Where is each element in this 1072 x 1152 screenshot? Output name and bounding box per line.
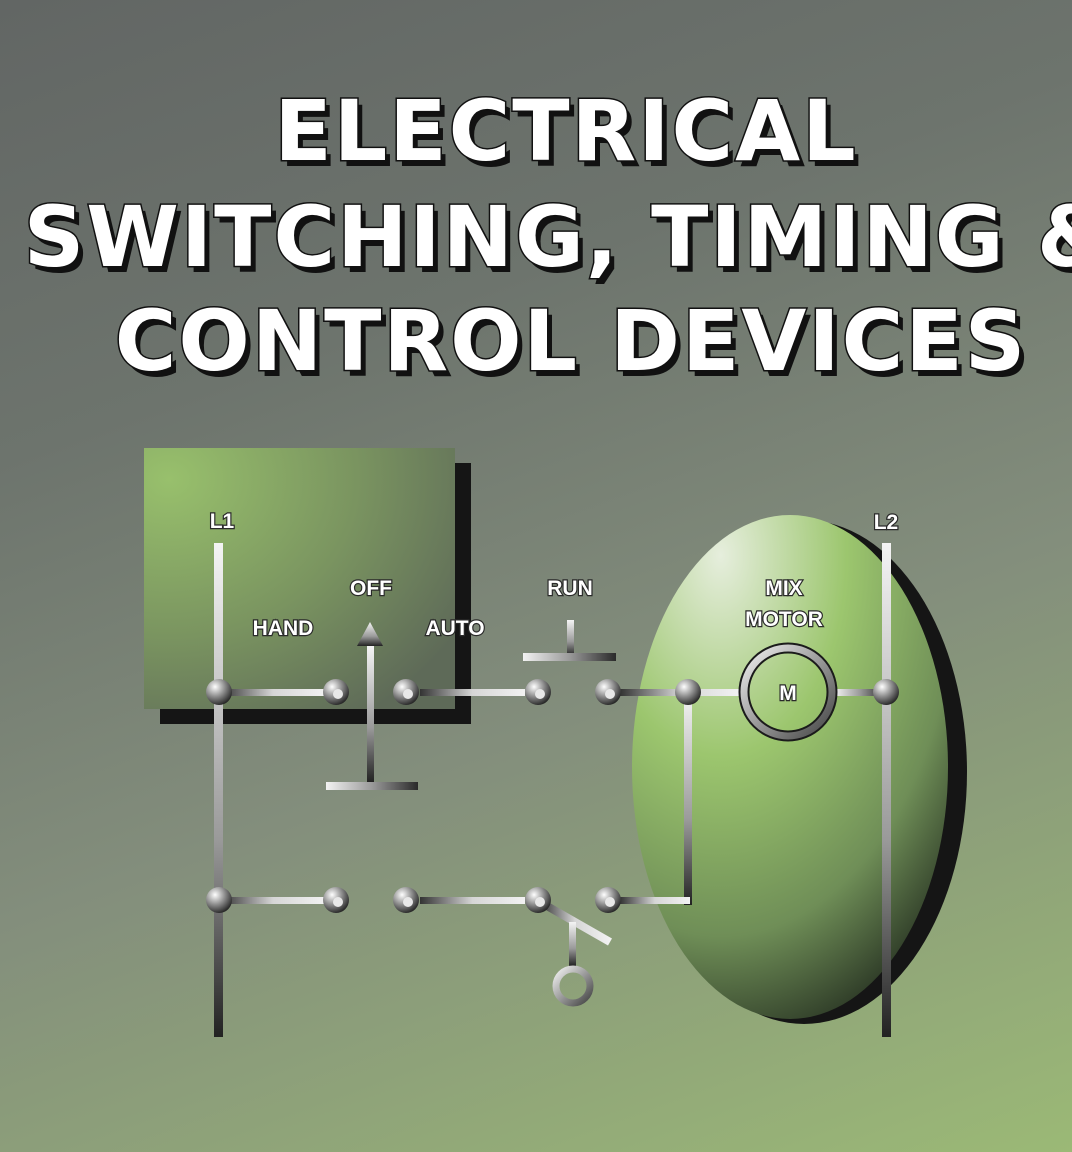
hand-label: HAND [253,617,314,640]
l2-label: L2 [874,511,899,534]
wire [420,897,525,904]
contacts [206,679,899,913]
mix-motor-label-line-2: MOTOR [745,608,823,631]
wire [684,693,692,905]
float-ring [552,965,594,1007]
motor-label: M [779,682,797,705]
wire [221,689,325,696]
green-panel [144,448,455,709]
wire [620,897,690,904]
title-line-1: ELECTRICAL [274,82,857,180]
motor-symbol: M [738,642,838,742]
junction-node [206,679,232,705]
float-stem [569,922,576,966]
contact-node-center [333,689,343,699]
title: ELECTRICAL ELECTRICAL SWITCHING, TIMING … [22,81,1072,397]
selector-arrow-icon [357,622,383,646]
selector-switch [326,622,418,790]
run-pushbutton [523,620,616,661]
title-line-2-shadow: SWITCHING, TIMING & [29,194,1072,292]
selector-shaft [367,646,374,782]
title-line-1-shadow: ELECTRICAL [279,88,862,186]
pushbutton-stem [567,620,574,656]
junction-node [873,679,899,705]
wire [221,897,325,904]
junction-node [206,887,232,913]
contact-node-center [403,897,413,907]
run-label: RUN [547,577,593,600]
diagram-labels: L1 L2 HAND OFF AUTO RUN MIX MOTOR [209,509,900,641]
wire [420,689,525,696]
auto-label: AUTO [425,617,484,640]
l1-label: L1 [210,510,235,533]
motor-ring [740,644,836,740]
title-line-3: CONTROL DEVICES [115,292,1027,390]
mix-motor-label-line-1: MIX [765,577,802,600]
selector-bar [326,782,418,790]
off-label: OFF [350,577,392,600]
pushbutton-bar [523,653,616,661]
green-ellipse [632,515,948,1019]
contact-node-center [605,897,615,907]
contact-node-center [535,689,545,699]
wire [835,689,885,696]
contact-node-center [535,897,545,907]
contact-node-center [333,897,343,907]
contact-node-center [403,689,413,699]
l1-rail [214,543,223,1037]
junction-node [675,679,701,705]
bottom-rung [221,897,690,904]
title-line-2: SWITCHING, TIMING & [24,188,1072,286]
l2-rail [882,543,891,1037]
float-switch [538,898,612,1007]
title-line-3-shadow: CONTROL DEVICES [120,298,1032,396]
contact-node-center [605,689,615,699]
